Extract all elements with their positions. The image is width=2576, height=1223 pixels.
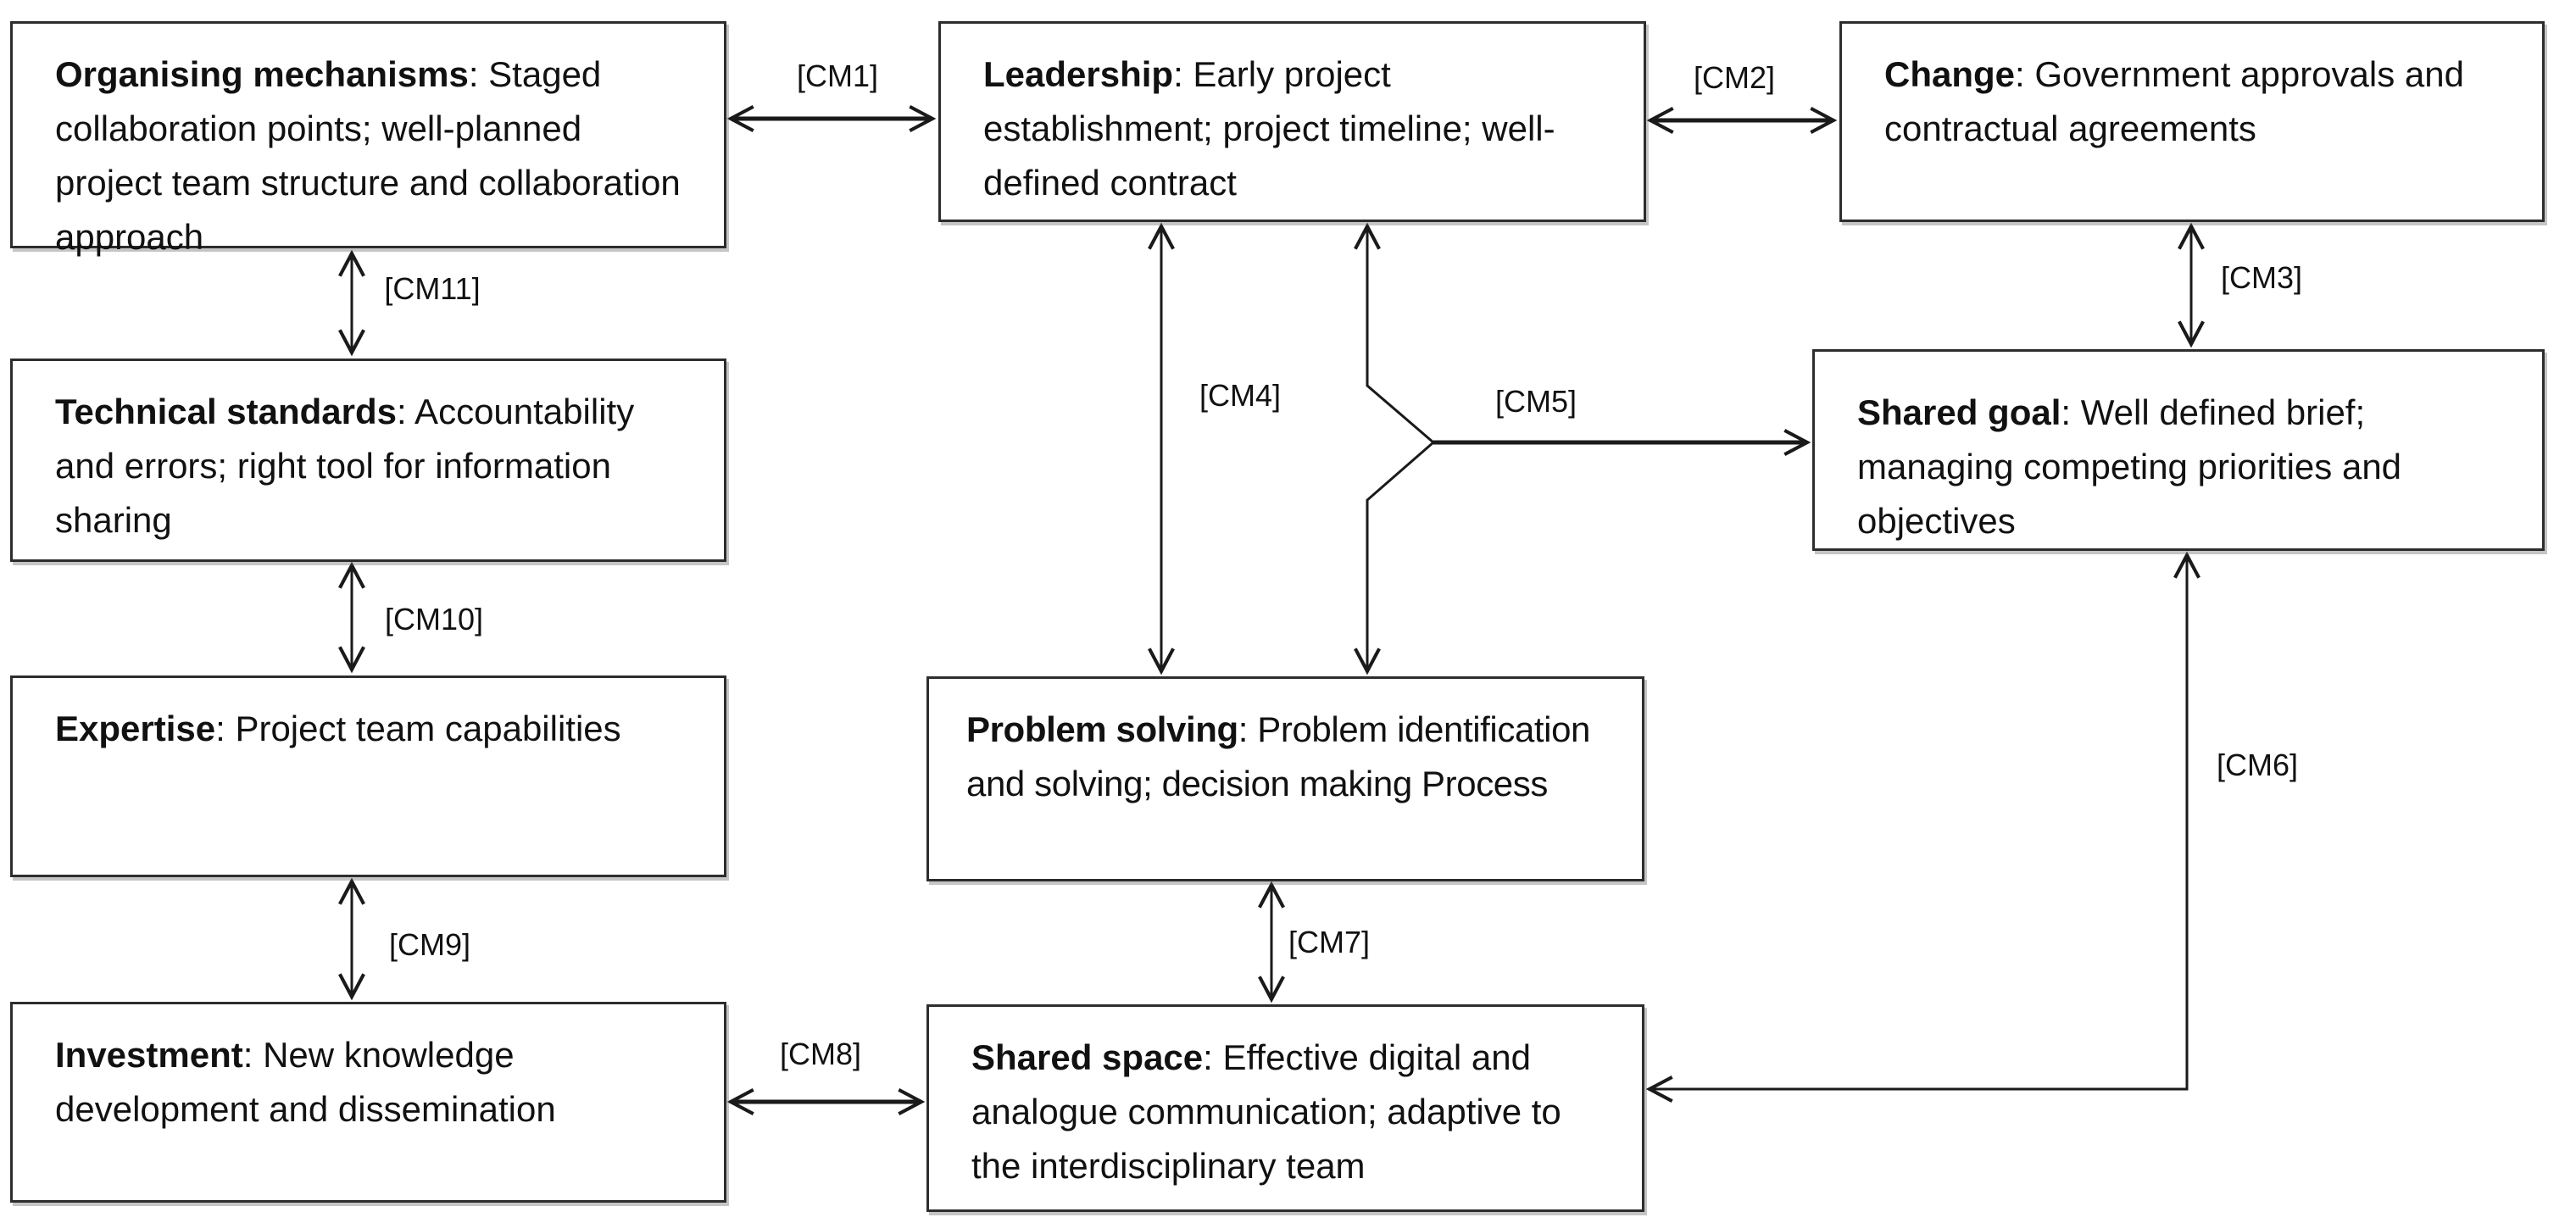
box-problem-solving-desc: : Problem identification and solving; de… xyxy=(966,709,1591,803)
box-change-term: Change xyxy=(1884,54,2016,94)
box-leadership-desc: : Early project establishment; project t… xyxy=(983,54,1555,203)
box-organising-mechanisms: Organising mechanisms: Staged collaborat… xyxy=(10,21,726,257)
box-problem-solving: Problem solving: Problem identification … xyxy=(926,676,1644,881)
box-technical-term: Technical standards xyxy=(55,392,398,431)
label-cm7: [CM7] xyxy=(1284,926,1374,959)
box-technical-desc: : Accountability and errors; right tool … xyxy=(55,392,635,540)
box-shared-goal-desc: : Well defined brief; managing competing… xyxy=(1857,392,2402,541)
box-problem-solving-term: Problem solving xyxy=(966,709,1238,749)
box-expertise-desc: : Project team capabilities xyxy=(215,709,621,748)
connector-cm5-branch-down xyxy=(1354,441,1434,675)
box-expertise-term: Expertise xyxy=(55,709,216,748)
box-shared-space-desc: : Effective digital and analogue communi… xyxy=(971,1037,1561,1186)
box-leadership: Leadership: Early project establishment;… xyxy=(938,21,1646,222)
box-shared-space: Shared space: Effective digital and anal… xyxy=(926,1004,1644,1212)
label-cm9: [CM9] xyxy=(385,928,475,962)
label-cm2: [CM2] xyxy=(1689,61,1779,95)
label-cm4: [CM4] xyxy=(1195,379,1285,413)
label-cm6: [CM6] xyxy=(2212,748,2302,782)
connector-cm6 xyxy=(1645,551,2200,1103)
label-cm3: [CM3] xyxy=(2217,261,2306,295)
box-investment-desc: : New knowledge development and dissemin… xyxy=(55,1035,556,1129)
box-expertise: Expertise: Project team capabilities xyxy=(10,675,726,877)
box-investment-term: Investment xyxy=(55,1035,243,1075)
box-organising-term: Organising mechanisms xyxy=(55,54,469,94)
box-leadership-term: Leadership xyxy=(983,54,1174,94)
label-cm11: [CM11] xyxy=(381,272,484,306)
box-shared-goal-term: Shared goal xyxy=(1857,392,2061,432)
label-cm1: [CM1] xyxy=(793,59,882,93)
box-shared-space-term: Shared space xyxy=(971,1037,1204,1077)
connector-cm5-branch-up xyxy=(1354,222,1434,444)
label-cm8: [CM8] xyxy=(776,1037,865,1071)
box-investment: Investment: New knowledge development an… xyxy=(10,1002,726,1203)
box-technical-standards: Technical standards: Accountability and … xyxy=(10,359,726,562)
box-change-desc: : Government approvals and contractual a… xyxy=(1884,54,2464,148)
label-cm5: [CM5] xyxy=(1491,385,1581,419)
box-change: Change: Government approvals and contrac… xyxy=(1839,21,2545,222)
box-shared-goal: Shared goal: Well defined brief; managin… xyxy=(1812,349,2545,551)
box-organising-desc: : Staged collaboration points; well-plan… xyxy=(55,54,681,257)
label-cm10: [CM10] xyxy=(381,603,487,637)
